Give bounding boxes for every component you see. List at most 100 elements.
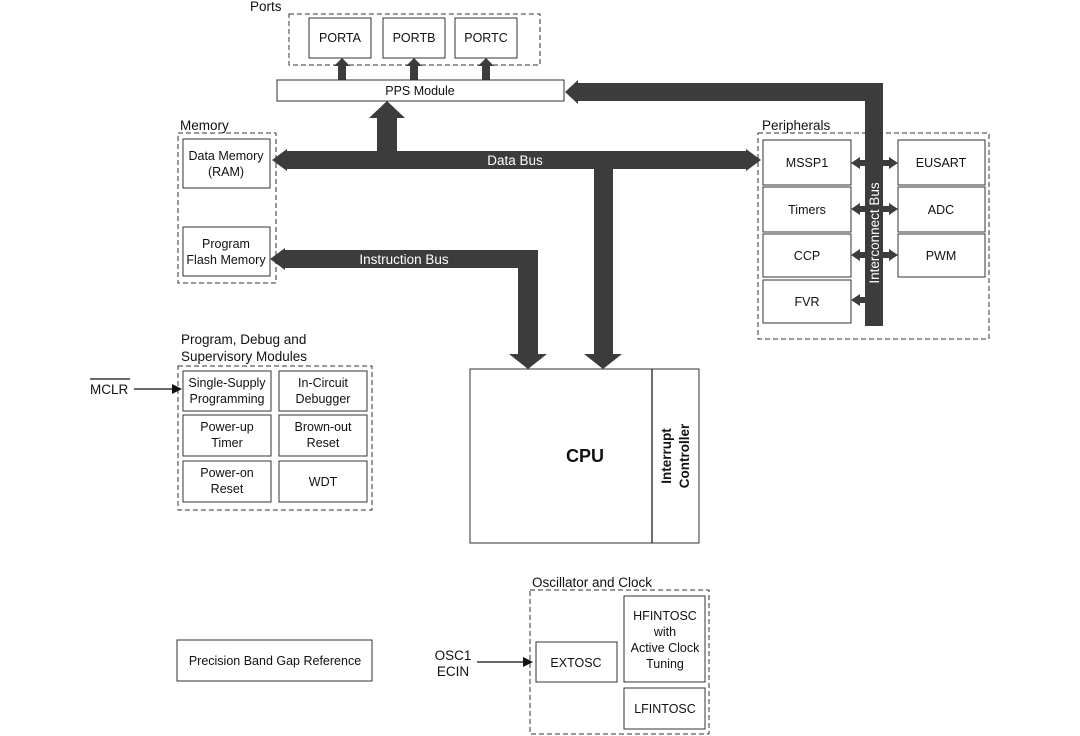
osc-arrowhead: [523, 657, 533, 667]
oscillator-group-label: Oscillator and Clock: [532, 575, 652, 590]
brown-out-reset-box: [278, 414, 368, 457]
timers-box: [762, 186, 852, 233]
eusart-box: [897, 139, 986, 186]
pps-module-box: [276, 79, 565, 102]
hfintosc-label-line1: HFINTOSC: [633, 609, 697, 623]
pps-portb-arrow: [406, 58, 422, 80]
instruction-bus-label: Instruction Bus: [359, 252, 449, 267]
lfintosc-box: [623, 687, 706, 730]
timers-adc-link: [851, 203, 898, 215]
mclr-arrowhead: [172, 384, 182, 394]
ports-group: Ports PORTA PORTB PORTC: [250, 0, 541, 66]
oscillator-group: Oscillator and Clock EXTOSC HFINTOSC wit…: [529, 575, 710, 735]
portb-box: [382, 17, 446, 59]
put-label-line1: Power-up: [200, 420, 254, 434]
peripherals-group-border: [757, 132, 990, 340]
fvr-label: FVR: [795, 295, 820, 309]
osc1-signal-label: OSC1: [435, 648, 472, 663]
ssp-label-line2: Programming: [189, 392, 264, 406]
data-bus: [272, 149, 761, 171]
fvr-box: [762, 279, 852, 324]
portb-label: PORTB: [393, 31, 436, 45]
pps-porta-arrow: [334, 58, 350, 80]
pwm-label: PWM: [926, 249, 957, 263]
data-memory-box: [182, 138, 271, 189]
timers-label: Timers: [788, 203, 826, 217]
bor-label-line2: Reset: [307, 436, 340, 450]
instruction-bus: [270, 248, 547, 369]
hfintosc-label-line4: Tuning: [646, 657, 684, 671]
program-debug-label-line2: Supervisory Modules: [181, 349, 307, 364]
precision-band-gap-box: [176, 639, 373, 682]
extosc-label: EXTOSC: [550, 656, 601, 670]
hfintosc-box: [623, 595, 706, 683]
program-debug-group: Program, Debug and Supervisory Modules S…: [177, 332, 373, 511]
data-memory-label-line1: Data Memory: [188, 149, 264, 163]
pps-module-label: PPS Module: [385, 84, 455, 98]
por-label-line2: Reset: [211, 482, 244, 496]
interconnect-bus: [865, 83, 883, 326]
mssp1-label: MSSP1: [786, 156, 828, 170]
peripherals-group-label: Peripherals: [762, 118, 831, 133]
flash-memory-box: [182, 226, 271, 277]
porta-label: PORTA: [319, 31, 362, 45]
wdt-label: WDT: [309, 475, 338, 489]
adc-label: ADC: [928, 203, 954, 217]
ports-group-border: [288, 13, 541, 66]
bus-graphics: [270, 58, 898, 369]
hfintosc-label-line2: with: [653, 625, 676, 639]
single-supply-programming-box: [182, 370, 272, 412]
portc-box: [454, 17, 518, 59]
data-memory-label-line2: (RAM): [208, 165, 244, 179]
ccp-box: [762, 233, 852, 278]
precision-band-gap-label: Precision Band Gap Reference: [189, 654, 361, 668]
eusart-label: EUSART: [916, 156, 967, 170]
oscillator-group-border: [529, 589, 710, 735]
peripherals-group: Peripherals MSSP1 EUSART Timers ADC CCP …: [757, 118, 990, 340]
interrupt-controller-label-line1: Interrupt: [659, 428, 674, 484]
interrupt-controller-label-line2: Controller: [677, 423, 692, 488]
ecin-signal-label: ECIN: [437, 664, 469, 679]
put-label-line2: Timer: [211, 436, 242, 450]
ssp-label-line1: Single-Supply: [188, 376, 266, 390]
lfintosc-label: LFINTOSC: [634, 702, 696, 716]
data-bus-label: Data Bus: [487, 153, 543, 168]
mssp1-eusart-link: [851, 157, 898, 169]
portc-label: PORTC: [464, 31, 508, 45]
mssp1-box: [762, 139, 852, 186]
ccp-label: CCP: [794, 249, 820, 263]
fvr-link: [851, 294, 874, 306]
extosc-box: [535, 641, 618, 683]
flash-memory-label-line1: Program: [202, 237, 250, 251]
cpu-label: CPU: [566, 446, 604, 466]
interconnect-bus-label: Interconnect Bus: [867, 182, 882, 284]
program-debug-label-line1: Program, Debug and: [181, 332, 306, 347]
pwm-box: [897, 233, 986, 278]
mclr-signal-label: MCLR: [90, 382, 129, 397]
por-label-line1: Power-on: [200, 466, 254, 480]
icd-label-line2: Debugger: [296, 392, 351, 406]
pps-portc-arrow: [478, 58, 494, 80]
memory-group: Memory Data Memory (RAM) Program Flash M…: [177, 118, 277, 284]
wdt-box: [278, 460, 368, 503]
ccp-pwm-link: [851, 249, 898, 261]
memory-group-border: [177, 132, 277, 284]
memory-group-label: Memory: [180, 118, 229, 133]
data-bus-cpu-drop: [584, 169, 622, 369]
hfintosc-label-line3: Active Clock: [631, 641, 701, 655]
porta-box: [308, 17, 372, 59]
power-up-timer-box: [182, 414, 272, 457]
bor-label-line1: Brown-out: [295, 420, 352, 434]
cpu-block: CPU Interrupt Controller: [469, 368, 700, 544]
flash-memory-label-line2: Flash Memory: [186, 253, 266, 267]
power-on-reset-box: [182, 460, 272, 503]
interconnect-pps-link: [565, 80, 883, 104]
in-circuit-debugger-box: [278, 370, 368, 412]
ports-group-label: Ports: [250, 0, 282, 14]
icd-label-line1: In-Circuit: [298, 376, 349, 390]
adc-box: [897, 186, 986, 233]
cpu-box: [469, 368, 700, 544]
data-bus-pps-riser: [369, 101, 405, 151]
program-debug-group-border: [177, 365, 373, 511]
